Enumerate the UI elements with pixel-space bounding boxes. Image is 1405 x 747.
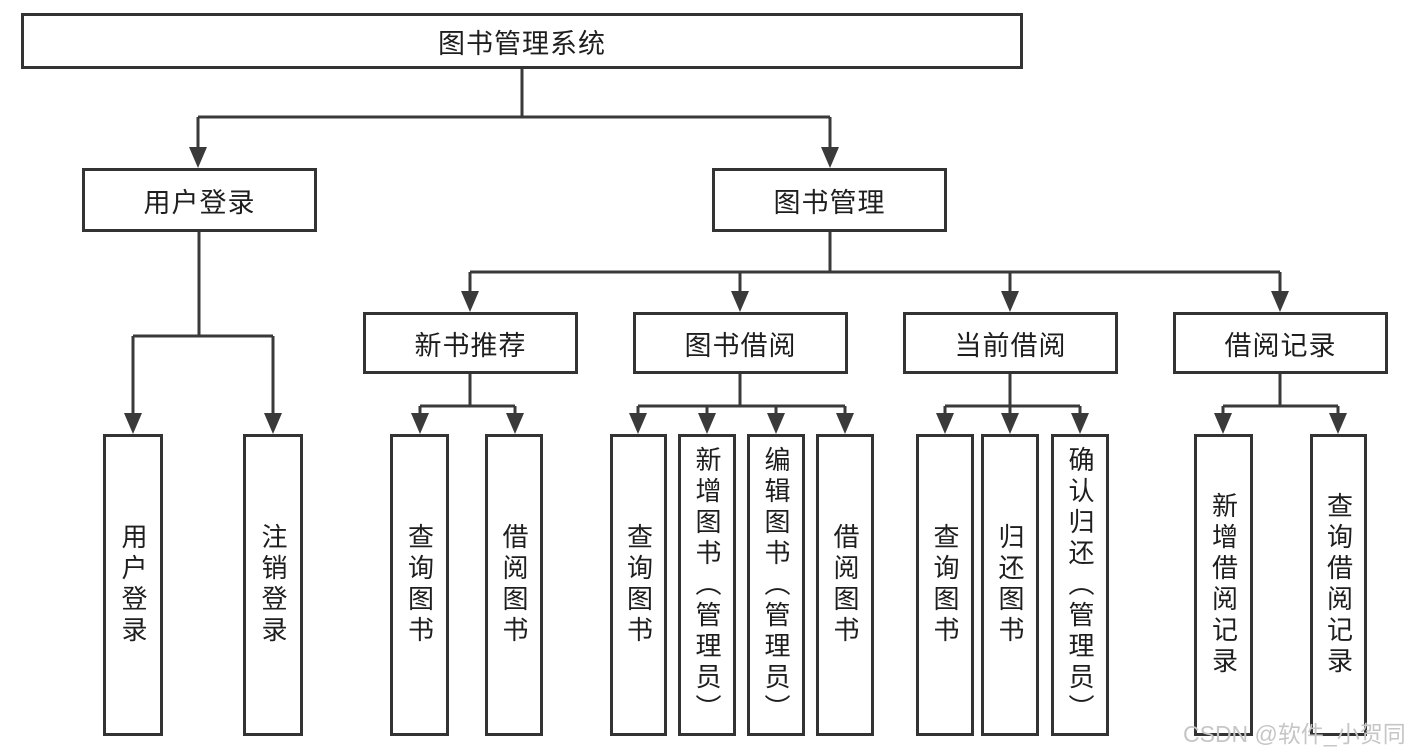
leaf-logout-label: 注销登录: [258, 523, 288, 647]
node-book-borrowing-label: 图书借阅: [684, 330, 797, 361]
leaf-bb-query-books-label: 查询图书: [623, 523, 654, 647]
node-borrowing-records: 借阅记录: [1173, 312, 1388, 374]
leaf-bb-borrow-books-label: 借阅图书: [830, 523, 860, 647]
leaf-cb-return-books: 归还图书: [981, 434, 1039, 736]
node-root-label: 图书管理系统: [438, 28, 606, 59]
node-current-borrowing: 当前借阅: [903, 312, 1118, 374]
node-user-login: 用户登录: [82, 168, 317, 232]
leaf-cb-query-books: 查询图书: [916, 434, 974, 736]
leaf-user-login: 用户登录: [103, 434, 163, 736]
node-book-borrowing: 图书借阅: [633, 312, 848, 374]
leaf-nbr-query-books-label: 查询图书: [404, 523, 435, 647]
csdn-watermark: CSDN @软件_小贺同学: [1183, 721, 1405, 747]
leaf-bb-edit-books-admin: 编辑图书（管理员）: [747, 434, 805, 736]
leaf-nbr-query-books: 查询图书: [390, 434, 449, 736]
leaf-user-login-label: 用户登录: [118, 523, 148, 647]
node-book-management: 图书管理: [712, 168, 947, 232]
node-new-book-recommend-label: 新书推荐: [414, 330, 527, 361]
leaf-br-query-borrow-record: 查询借阅记录: [1310, 434, 1367, 736]
node-root: 图书管理系统: [21, 13, 1023, 69]
leaf-cb-confirm-return-admin: 确认归还（管理员）: [1051, 434, 1109, 736]
leaf-logout: 注销登录: [243, 434, 303, 736]
leaf-cb-query-books-label: 查询图书: [930, 523, 960, 647]
leaf-cb-confirm-return-admin-label: 确认归还（管理员）: [1065, 445, 1095, 725]
node-new-book-recommend: 新书推荐: [363, 312, 578, 374]
leaf-nbr-borrow-books-label: 借阅图书: [499, 523, 529, 647]
leaf-br-add-borrow-record: 新增借阅记录: [1194, 434, 1253, 736]
leaf-nbr-borrow-books: 借阅图书: [485, 434, 543, 736]
node-borrowing-records-label: 借阅记录: [1224, 330, 1337, 361]
node-book-management-label: 图书管理: [773, 187, 886, 218]
leaf-cb-return-books-label: 归还图书: [995, 523, 1025, 647]
node-current-borrowing-label: 当前借阅: [954, 330, 1067, 361]
node-user-login-label: 用户登录: [143, 187, 256, 218]
leaf-bb-add-books-admin-label: 新增图书（管理员）: [692, 445, 722, 725]
leaf-bb-edit-books-admin-label: 编辑图书（管理员）: [761, 445, 791, 725]
leaf-bb-query-books: 查询图书: [610, 434, 667, 736]
leaf-br-add-borrow-record-label: 新增借阅记录: [1208, 492, 1239, 678]
leaf-br-query-borrow-record-label: 查询借阅记录: [1323, 492, 1354, 678]
leaf-bb-borrow-books: 借阅图书: [816, 434, 874, 736]
leaf-bb-add-books-admin: 新增图书（管理员）: [678, 434, 736, 736]
